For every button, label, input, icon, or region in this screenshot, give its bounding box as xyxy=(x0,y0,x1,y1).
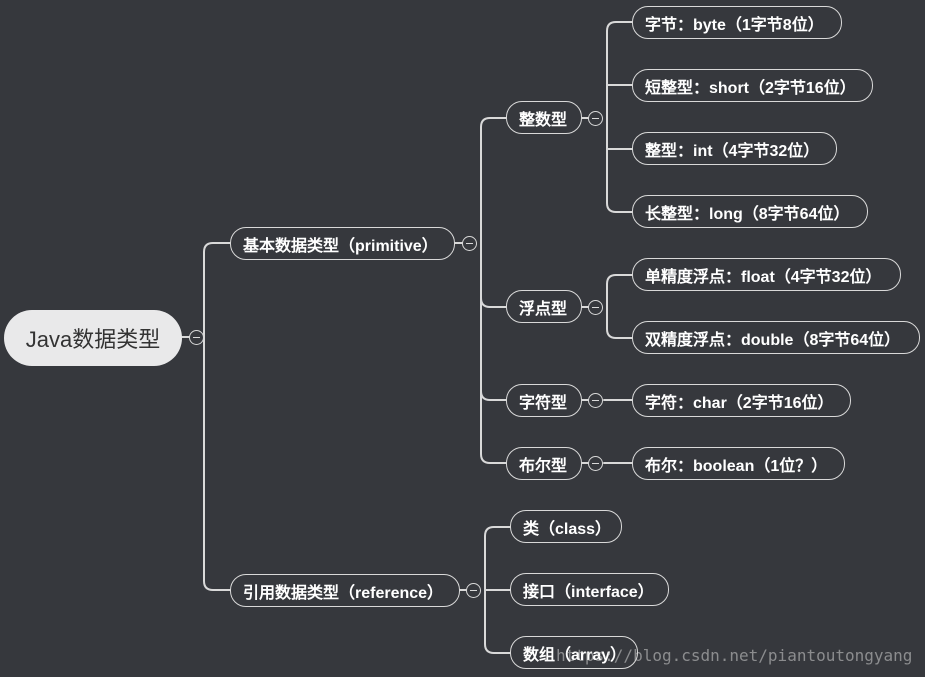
topic-short-label: 短整型：short（2字节16位） xyxy=(645,79,856,97)
collapse-toggle-float[interactable] xyxy=(588,300,603,315)
topic-array-label: 数组（array） xyxy=(523,646,627,664)
topic-byte-label: 字节：byte（1字节8位） xyxy=(645,16,824,34)
topic-byte[interactable]: 字节：byte（1字节8位） xyxy=(632,6,842,39)
topic-long-label: 长整型：long（8字节64位） xyxy=(645,205,850,223)
topic-float-label: 浮点型 xyxy=(519,300,568,318)
topic-short[interactable]: 短整型：short（2字节16位） xyxy=(632,69,873,102)
topic-integer[interactable]: 整数型 xyxy=(506,101,582,134)
topic-reference[interactable]: 引用数据类型（reference） xyxy=(230,574,460,607)
topic-primitive-label: 基本数据类型（primitive） xyxy=(243,237,438,255)
topic-interface[interactable]: 接口（interface） xyxy=(510,573,669,606)
topic-boolean[interactable]: 布尔：boolean（1位？） xyxy=(632,447,845,480)
topic-integer-label: 整数型 xyxy=(519,111,568,129)
collapse-toggle-char[interactable] xyxy=(588,393,603,408)
topic-double-label: 双精度浮点：double（8字节64位） xyxy=(645,331,901,349)
root-topic-label: Java数据类型 xyxy=(25,327,161,352)
topic-char-leaf-label: 字符：char（2字节16位） xyxy=(645,394,834,412)
topic-bool-label: 布尔型 xyxy=(519,457,568,475)
topic-float[interactable]: 浮点型 xyxy=(506,290,582,323)
collapse-toggle-root[interactable] xyxy=(189,330,204,345)
topic-float-leaf[interactable]: 单精度浮点：float（4字节32位） xyxy=(632,258,901,291)
collapse-toggle-bool[interactable] xyxy=(588,456,603,471)
topic-primitive[interactable]: 基本数据类型（primitive） xyxy=(230,227,455,260)
topic-boolean-label: 布尔：boolean（1位？） xyxy=(645,457,828,475)
root-topic[interactable]: Java数据类型 xyxy=(4,310,182,366)
topic-char[interactable]: 字符型 xyxy=(506,384,582,417)
topic-float-leaf-label: 单精度浮点：float（4字节32位） xyxy=(645,268,882,286)
topic-array[interactable]: 数组（array） xyxy=(510,636,638,669)
topic-class-label: 类（class） xyxy=(523,520,612,538)
topic-class[interactable]: 类（class） xyxy=(510,510,622,543)
watermark: https://blog.csdn.net/piantoutongyang xyxy=(556,646,913,665)
topic-long[interactable]: 长整型：long（8字节64位） xyxy=(632,195,868,228)
collapse-toggle-reference[interactable] xyxy=(466,583,481,598)
topic-double[interactable]: 双精度浮点：double（8字节64位） xyxy=(632,321,920,354)
topic-int-label: 整型：int（4字节32位） xyxy=(645,142,820,160)
topic-int[interactable]: 整型：int（4字节32位） xyxy=(632,132,837,165)
topic-interface-label: 接口（interface） xyxy=(523,583,654,601)
topic-reference-label: 引用数据类型（reference） xyxy=(243,584,444,602)
topic-char-label: 字符型 xyxy=(519,394,568,412)
collapse-toggle-primitive[interactable] xyxy=(462,236,477,251)
topic-char-leaf[interactable]: 字符：char（2字节16位） xyxy=(632,384,851,417)
collapse-toggle-integer[interactable] xyxy=(588,111,603,126)
topic-bool[interactable]: 布尔型 xyxy=(506,447,582,480)
